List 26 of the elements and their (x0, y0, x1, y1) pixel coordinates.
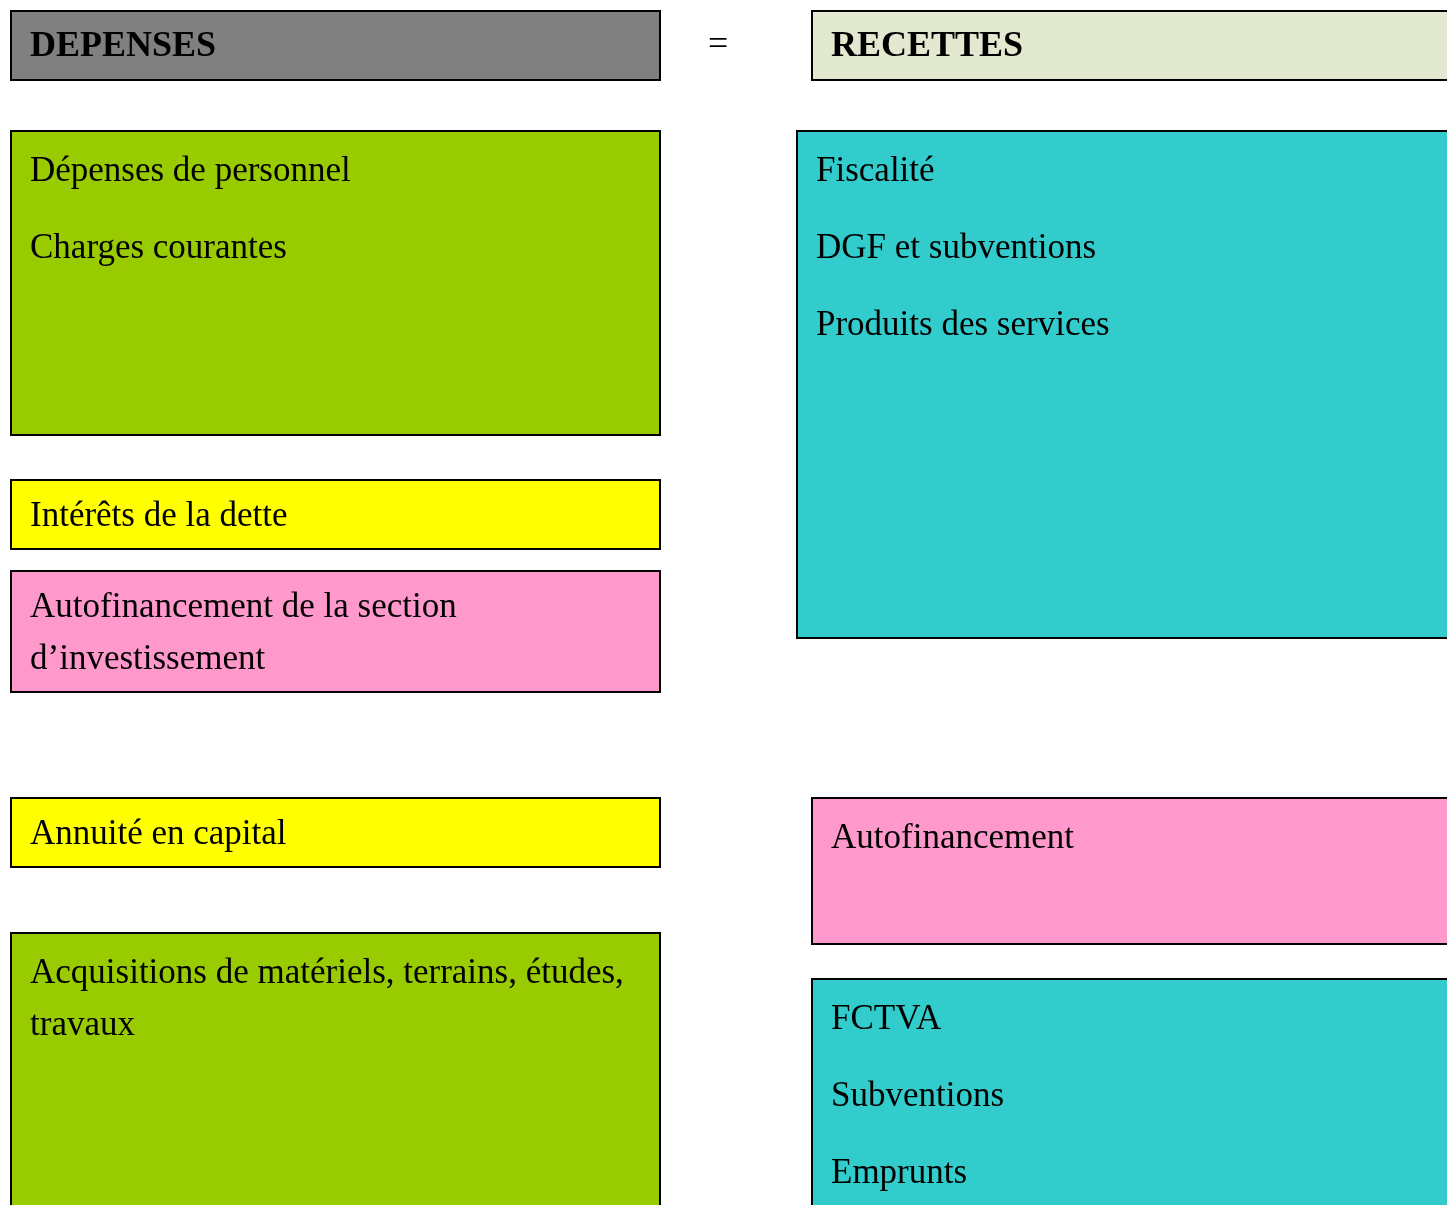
equals-sign: = (708, 22, 729, 64)
budget-item-text: Autofinancement (831, 816, 1075, 858)
budget-item-text: Produits des services (816, 303, 1111, 345)
column-heading: DEPENSES (30, 23, 218, 66)
budget-box (811, 797, 1447, 945)
budget-box (10, 797, 661, 868)
budget-box (10, 479, 661, 550)
column-heading: RECETTES (831, 23, 1025, 66)
budget-box (10, 570, 661, 693)
budget-item-text: DGF et subventions (816, 226, 1097, 268)
budget-box (10, 932, 661, 1205)
budget-box (811, 978, 1447, 1205)
heading-box (811, 10, 1447, 81)
heading-box (10, 10, 661, 81)
budget-item-text: Annuité en capital (30, 812, 288, 854)
budget-item-text: Acquisitions de matériels, terrains, études, travaux (30, 951, 625, 1045)
budget-box (796, 130, 1447, 639)
budget-item-text: Dépenses de personnel (30, 149, 352, 191)
budget-item-text: Subventions (831, 1074, 1006, 1116)
budget-item-text: Autofinancement de la section d’investissement (30, 585, 458, 679)
budget-item-text: FCTVA (831, 997, 943, 1039)
budget-box (10, 130, 661, 436)
budget-item-text: Charges courantes (30, 226, 288, 268)
budget-item-text: Fiscalité (816, 149, 936, 191)
budget-item-text: Intérêts de la dette (30, 494, 289, 536)
budget-item-text: Emprunts (831, 1151, 969, 1193)
